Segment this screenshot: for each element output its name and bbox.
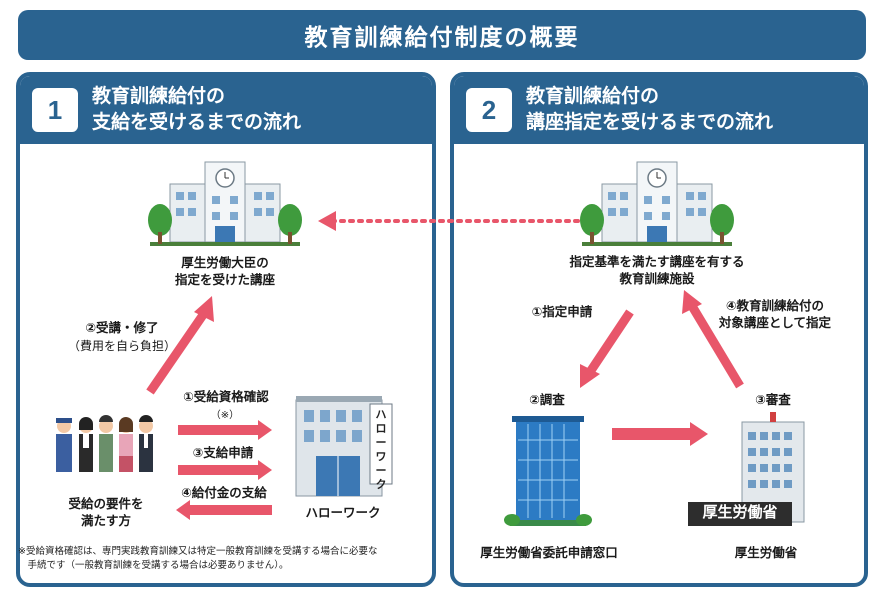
step-designation-apply-label: ①指定申請: [531, 305, 593, 319]
step-apply-label: ③支給申請: [192, 446, 254, 460]
step-designate-line-2: 対象講座として指定: [718, 316, 832, 330]
hellowork-building-illustration: [295, 396, 393, 497]
heading-line-2: 講座指定を受けるまでの流れ: [526, 112, 774, 133]
course-label-line-2: 指定を受けた講座: [174, 273, 275, 287]
step-qualification-mark: （※）: [210, 410, 240, 421]
arrow-apply-designation-head: [580, 364, 600, 388]
arrow-designate-head: [682, 290, 702, 314]
people-illustration: [56, 415, 153, 472]
arrow-review: [612, 422, 708, 446]
step-attend-sub: （費用を自ら負担）: [67, 339, 176, 353]
arrow-payment: [176, 500, 272, 520]
step-number: 2: [466, 88, 512, 132]
ministry-sign: 厚生労働省: [702, 504, 778, 521]
training-facility-illustration: [579, 161, 735, 247]
step-designate-line-1: ④教育訓練給付の: [725, 299, 825, 313]
person-label-line-2: 満たす方: [80, 514, 131, 528]
panel-heading: 教育訓練給付の 支給を受けるまでの流れ: [92, 84, 301, 136]
heading-line-2: 支給を受けるまでの流れ: [92, 112, 302, 133]
arrow-qualification: [178, 420, 272, 440]
panel-heading: 教育訓練給付の 講座指定を受けるまでの流れ: [526, 84, 773, 136]
panel-header: 2 教育訓練給付の 講座指定を受けるまでの流れ: [454, 76, 864, 144]
hellowork-sign: ハローワーク: [375, 409, 387, 491]
facility-label: 指定基準を満たす講座を有する 教育訓練施設: [548, 254, 766, 288]
arrow-designate: [688, 303, 744, 389]
step-survey-label: ②調査: [529, 393, 565, 407]
hellowork-label: ハローワーク: [305, 506, 381, 520]
arrow-attend: [146, 309, 209, 395]
arrow-apply: [178, 460, 272, 480]
person-label-line-1: 受給の要件を: [68, 497, 144, 511]
panel-benefit-flow: 1 教育訓練給付の 支給を受けるまでの流れ: [16, 72, 436, 587]
arrow-attend-head: [194, 296, 214, 322]
ministry-label: 厚生労働省: [734, 546, 798, 560]
training-school-illustration: [147, 161, 303, 247]
ministry-building-illustration: [688, 412, 805, 526]
page-title: 教育訓練給付制度の概要: [18, 10, 866, 60]
arrow-apply-designation: [586, 309, 634, 375]
dotted-arrow-head: [318, 211, 336, 231]
step-review-label: ③審査: [755, 393, 791, 407]
heading-line-1: 教育訓練給付の: [92, 86, 226, 107]
heading-line-1: 教育訓練給付の: [526, 86, 660, 107]
person-label: 受給の要件を 満たす方: [46, 496, 166, 530]
step-number: 1: [32, 88, 78, 132]
office-building-illustration: [504, 416, 592, 526]
footnote-line-2: 手続です（一般教育訓練を受講する場合は必要ありません）。: [18, 560, 289, 571]
step-attend-label: ②受講・修了: [85, 321, 159, 335]
footnote: ※受給資格確認は、専門実践教育訓練又は特定一般教育訓練を受講する場合に必要な 手…: [18, 545, 428, 573]
course-label: 厚生労働大臣の 指定を受けた講座: [145, 255, 305, 289]
facility-label-line-2: 教育訓練施設: [619, 272, 695, 286]
step-qualification-label: ①受給資格確認: [183, 390, 269, 404]
step-designate-label: ④教育訓練給付の 対象講座として指定: [708, 298, 842, 332]
facility-label-line-1: 指定基準を満たす講座を有する: [569, 255, 745, 269]
office-label: 厚生労働省委託申請窓口: [480, 546, 618, 560]
step-payment-label: ④給付金の支給: [181, 486, 267, 500]
panel-header: 1 教育訓練給付の 支給を受けるまでの流れ: [20, 76, 432, 144]
course-label-line-1: 厚生労働大臣の: [181, 256, 269, 270]
footnote-line-1: ※受給資格確認は、専門実践教育訓練又は特定一般教育訓練を受講する場合に必要な: [18, 546, 378, 557]
